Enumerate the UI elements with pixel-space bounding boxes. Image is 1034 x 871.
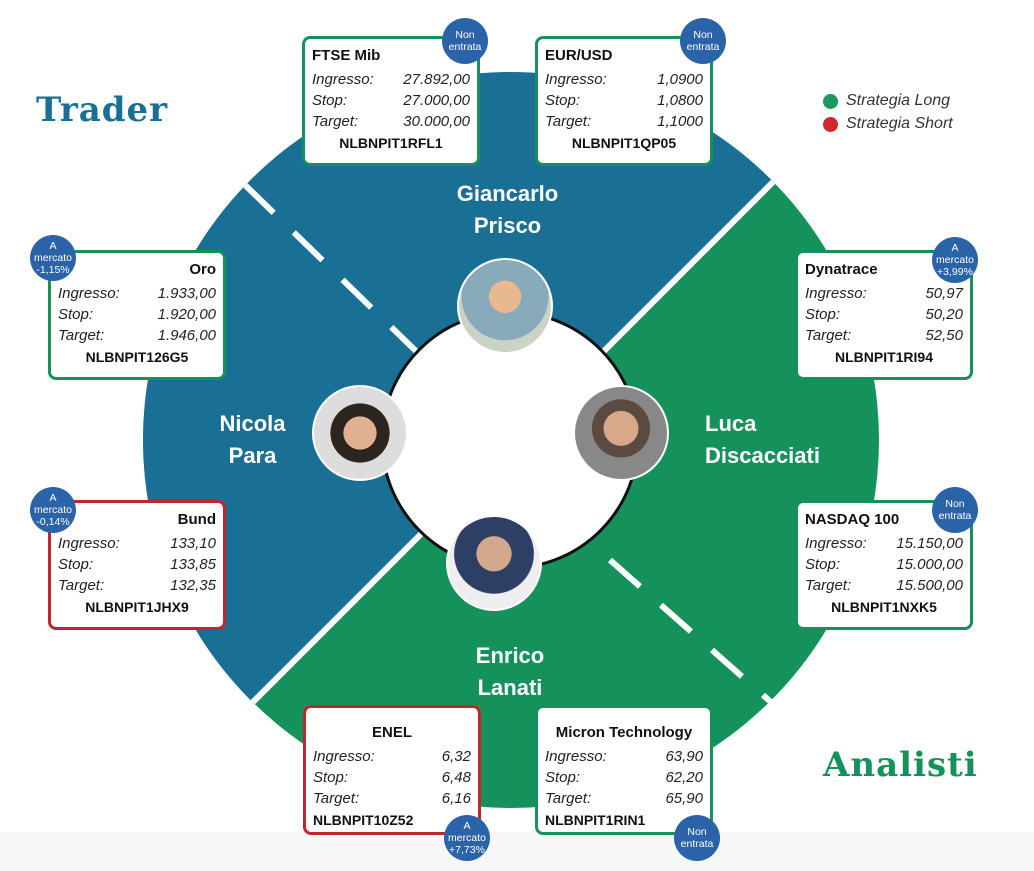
ingresso-row: Ingresso:63,90 bbox=[545, 748, 703, 765]
stop-row: Stop:1.920,00 bbox=[58, 306, 216, 323]
ingresso-row: Ingresso:1,0900 bbox=[545, 71, 703, 88]
asset-name: Micron Technology bbox=[555, 724, 693, 741]
legend: Strategia Long Strategia Short bbox=[823, 92, 953, 138]
trade-card: Bund Ingresso:133,10 Stop:133,85 Target:… bbox=[48, 500, 226, 630]
trade-card: EUR/USD Ingresso:1,0900 Stop:1,0800 Targ… bbox=[535, 36, 713, 166]
target-row: Target:65,90 bbox=[545, 790, 703, 807]
product-code: NLBNPIT1QP05 bbox=[571, 135, 677, 151]
stop-row: Stop:15.000,00 bbox=[805, 556, 963, 573]
avatar bbox=[312, 385, 408, 481]
product-code: NLBNPIT1RIN1 bbox=[545, 812, 646, 828]
avatar bbox=[457, 258, 553, 354]
trade-card: Micron Technology Ingresso:63,90 Stop:62… bbox=[535, 705, 713, 835]
ingresso-row: Ingresso:15.150,00 bbox=[805, 535, 963, 552]
asset-name: ENEL bbox=[371, 724, 412, 741]
legend-long: Strategia Long bbox=[823, 92, 953, 110]
avatar bbox=[446, 515, 542, 611]
ingresso-row: Ingresso:27.892,00 bbox=[312, 71, 470, 88]
avatar bbox=[573, 385, 669, 481]
stop-row: Stop:27.000,00 bbox=[312, 92, 470, 109]
target-row: Target:1.946,00 bbox=[58, 327, 216, 344]
ingresso-row: Ingresso:50,97 bbox=[805, 285, 963, 302]
trade-card: ENEL Ingresso:6,32 Stop:6,48 Target:6,16… bbox=[303, 705, 481, 835]
trade-card: Oro Ingresso:1.933,00 Stop:1.920,00 Targ… bbox=[48, 250, 226, 380]
asset-name: Oro bbox=[189, 261, 216, 278]
asset-name: Bund bbox=[177, 511, 216, 528]
product-code: NLBNPIT10Z52 bbox=[313, 812, 414, 828]
asset-name: Dynatrace bbox=[805, 261, 878, 278]
stop-row: Stop:62,20 bbox=[545, 769, 703, 786]
stop-row: Stop:133,85 bbox=[58, 556, 216, 573]
stop-row: Stop:50,20 bbox=[805, 306, 963, 323]
trader-logo: Trader bbox=[36, 90, 169, 130]
asset-name: FTSE Mib bbox=[312, 47, 381, 64]
asset-name: EUR/USD bbox=[545, 47, 613, 64]
target-row: Target:15.500,00 bbox=[805, 577, 963, 594]
analisti-logo: Analisti bbox=[823, 745, 978, 785]
product-code: NLBNPIT126G5 bbox=[85, 349, 189, 365]
ingresso-row: Ingresso:133,10 bbox=[58, 535, 216, 552]
target-row: Target:132,35 bbox=[58, 577, 216, 594]
target-row: Target:1,1000 bbox=[545, 113, 703, 130]
green-dot-icon bbox=[823, 93, 838, 109]
product-code: NLBNPIT1RI94 bbox=[834, 349, 934, 365]
red-dot-icon bbox=[823, 116, 838, 132]
stop-row: Stop:6,48 bbox=[313, 769, 471, 786]
product-code: NLBNPIT1NXK5 bbox=[831, 599, 937, 615]
product-code: NLBNPIT1JHX9 bbox=[85, 599, 189, 615]
ingresso-row: Ingresso:1.933,00 bbox=[58, 285, 216, 302]
legend-short: Strategia Short bbox=[823, 115, 953, 133]
target-row: Target:6,16 bbox=[313, 790, 471, 807]
target-row: Target:30.000,00 bbox=[312, 113, 470, 130]
target-row: Target:52,50 bbox=[805, 327, 963, 344]
asset-name: NASDAQ 100 bbox=[805, 511, 900, 528]
product-code: NLBNPIT1RFL1 bbox=[339, 135, 443, 151]
ingresso-row: Ingresso:6,32 bbox=[313, 748, 471, 765]
stop-row: Stop:1,0800 bbox=[545, 92, 703, 109]
dashed-divider bbox=[608, 557, 782, 713]
